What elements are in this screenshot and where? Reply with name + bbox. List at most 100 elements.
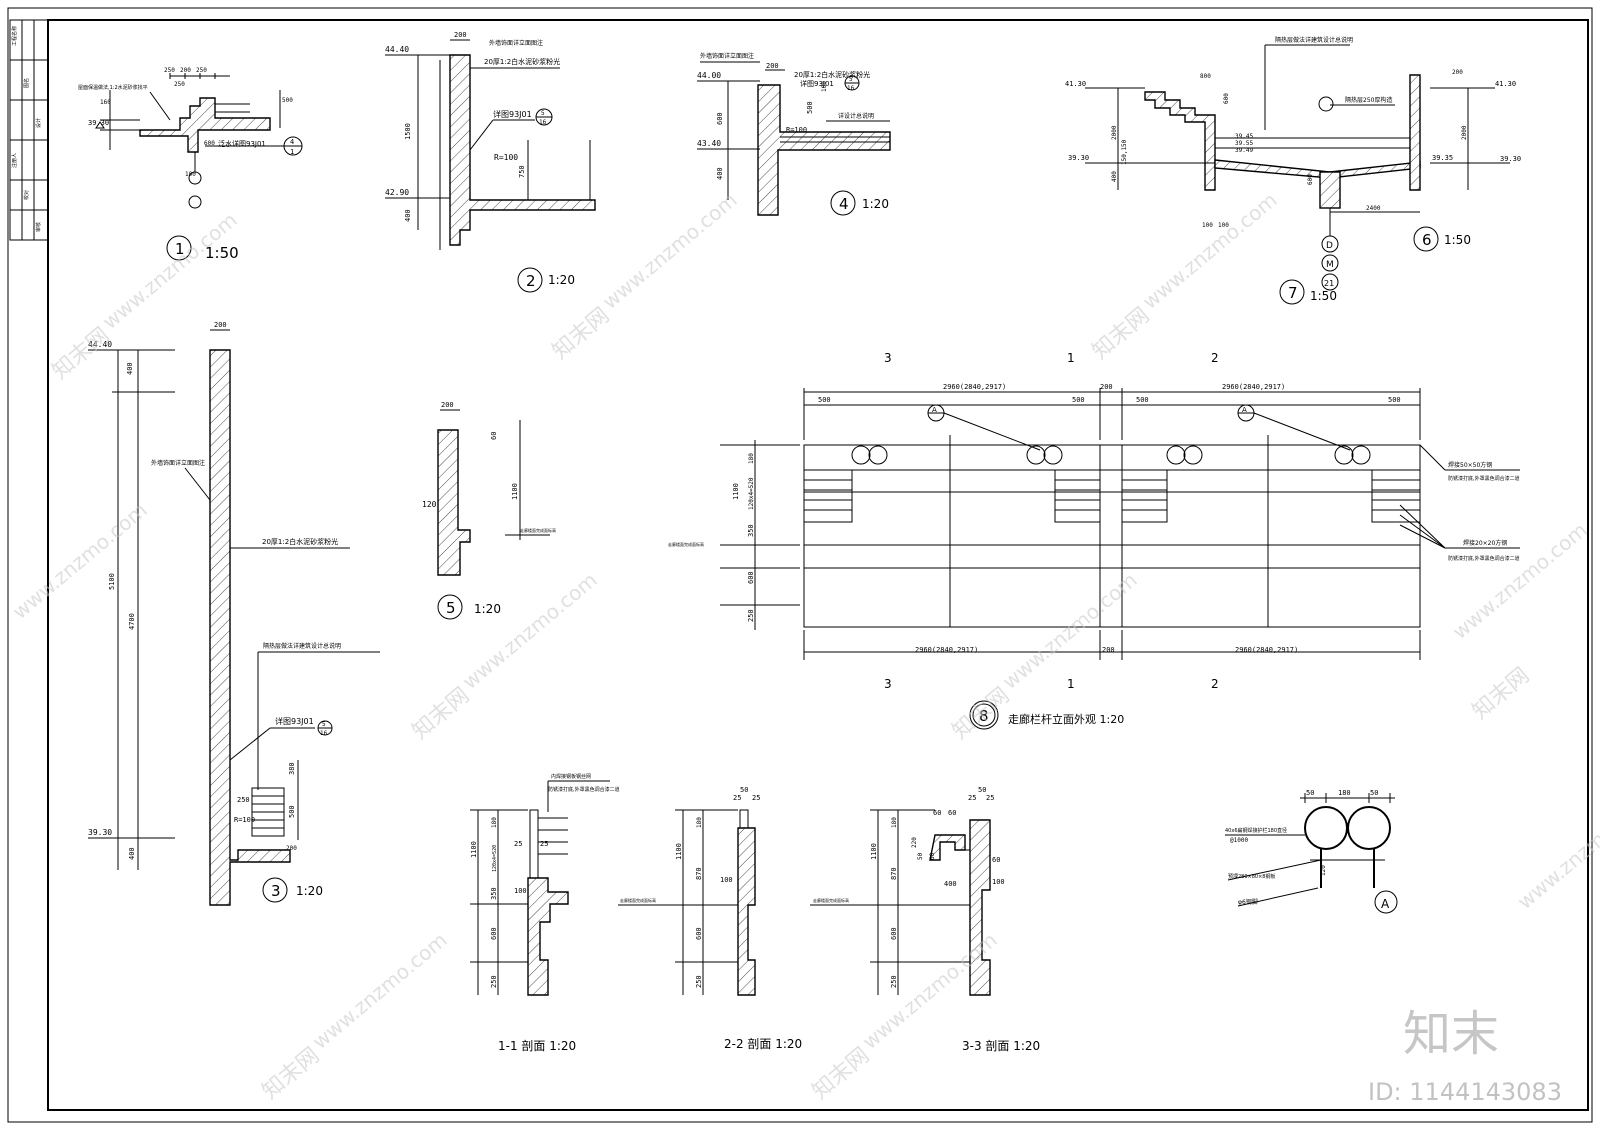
detail-3-marker — [262, 877, 288, 903]
d8-sidedim: 600 — [747, 571, 755, 584]
s33-floor: 走廊楼面完成面标高 — [813, 897, 849, 903]
d8-cut: 2 — [1211, 677, 1219, 691]
d3-note: 隔热层做法详建筑设计总说明 — [263, 642, 341, 650]
d8-note: 防锈漆打底,外罩黑色调合漆二道 — [1448, 475, 1520, 482]
d5-dim: 120 — [422, 500, 437, 509]
s33-label: 3-3 剖面 1:20 — [962, 1039, 1040, 1053]
watermark-site: www.znzmo.com — [458, 568, 602, 694]
d3-r: R=100 — [234, 816, 255, 824]
d7-elev: 39.55 — [1235, 140, 1253, 147]
s33-dim: 50 — [917, 852, 924, 860]
grid-ref-21 — [1321, 273, 1339, 291]
d3-dim: 200 — [286, 845, 297, 852]
s33-dim: 60 — [929, 852, 936, 860]
da-dim: 50 — [1370, 789, 1378, 797]
s11-dim: 1100 — [470, 841, 478, 858]
d7-num: 7 — [1288, 284, 1298, 302]
s33-dim: 250 — [890, 975, 898, 988]
section-2-2: 1100 180 870 600 250 25 50 25 100 走廊楼面完成… — [618, 786, 802, 1051]
da-dim: 180 — [1338, 789, 1351, 797]
s33-dim: 870 — [890, 867, 898, 880]
d2-scale: 1:20 — [548, 273, 575, 287]
grid-ref-m — [1321, 254, 1339, 272]
watermark-site: 知末网 — [1088, 303, 1155, 365]
watermark-site: www.znzmo.com — [1448, 518, 1592, 644]
d3-elev: 39.30 — [88, 828, 112, 837]
d1-dim: 250 — [174, 81, 185, 88]
section-3-3: 1100 180 870 600 250 50 25 25 60 60 220 … — [810, 786, 1040, 1053]
detail-7-marker — [1279, 279, 1305, 305]
s33-dim: 50 — [978, 786, 986, 794]
s11-note: 内焊接钢板钢丝网 — [551, 773, 591, 780]
tb-cell: 注册人 — [11, 153, 18, 168]
detail-5: 200 60 1100 120 走廊楼面完成面标高 5 1:20 — [422, 401, 556, 620]
d8-note: 焊接50×50方钢 — [1448, 461, 1492, 469]
d7-dim: 2000 — [1461, 125, 1468, 140]
d2-num: 2 — [526, 272, 536, 290]
detail-1: 250 200 250 250 160 39.30 500 600 100 屋面… — [78, 67, 303, 262]
d2-elev: 42.90 — [385, 188, 409, 197]
d7-dim: 100 — [1218, 222, 1229, 229]
d8-botdim: 2960(2840,2917) — [1235, 646, 1298, 654]
d2-dim: 200 — [454, 31, 467, 39]
d1-elev: 39.30 — [88, 119, 109, 127]
da-note: @1000 — [1230, 837, 1248, 844]
s11-dim: 250 — [490, 975, 498, 988]
watermark-site: www.znzmo.com — [1513, 788, 1600, 914]
watermark-site: 知末网 — [48, 323, 115, 385]
da-label: A — [1381, 897, 1390, 911]
detail-2: 200 44.40 42.90 1500 400 750 外墙饰面详立面图注 2… — [385, 31, 596, 293]
s22-dim: 870 — [695, 867, 703, 880]
d7-dim: 200 — [1452, 69, 1463, 76]
d8-cut: 3 — [884, 677, 892, 691]
d2-note: 20厚1:2白水泥砂浆粉光 — [484, 57, 560, 66]
d4-scale: 1:20 — [862, 197, 889, 211]
s22-dim: 180 — [696, 817, 703, 828]
baluster-group — [803, 469, 1421, 523]
title-block: 工程名称 图名 设计 注册人 校对 审核 — [9, 19, 49, 241]
s11-label: 1-1 剖面 1:20 — [498, 1039, 576, 1053]
s22-dim: 25 — [752, 794, 760, 802]
d4-ref: 16 — [847, 85, 855, 92]
d4-dim: 400 — [716, 167, 724, 180]
d4-note: 20厚1:2白水泥砂浆粉光 — [794, 70, 870, 79]
d1-ref: 4 — [290, 138, 294, 146]
d1-dim: 250 — [196, 67, 207, 74]
d4-dim: 200 — [766, 62, 779, 70]
s33-dim: 60 — [992, 856, 1000, 864]
d7-elev: 39.35 — [1432, 154, 1453, 162]
s22-dim: 1100 — [675, 843, 683, 860]
watermark-site: 知末网 — [948, 683, 1015, 745]
d8-sidedim: 250 — [747, 609, 755, 622]
d5-dim: 200 — [441, 401, 454, 409]
d8-topdim: 500 — [1136, 396, 1149, 404]
d8-topdim: 500 — [818, 396, 831, 404]
d8-topdim: 2960(2840,2917) — [943, 383, 1006, 391]
s33-dim: 600 — [890, 927, 898, 940]
detail-1-marker — [166, 235, 192, 261]
d7-elev: 39.49 — [1235, 147, 1253, 154]
d3-dim: 4700 — [128, 613, 136, 630]
d4-elev: 43.40 — [697, 139, 721, 148]
watermark-id: ID: 1144143083 — [1368, 1078, 1562, 1106]
d7-dim: 2400 — [1366, 205, 1381, 212]
tb-cell: 图名 — [23, 78, 30, 88]
s22-dim: 50 — [740, 786, 748, 794]
detail-7: 41.30 39.30 39.45 39.55 39.49 39.35 41.3… — [1065, 36, 1521, 305]
d3-dim: 5100 — [108, 573, 116, 590]
watermark-site: 知末网 — [258, 1043, 325, 1105]
da-note: 40x6扁钢焊接护栏180直径 — [1225, 827, 1287, 834]
section-1-1: 1100 180 120x4=520 350 600 250 25 25 100… — [470, 773, 620, 1053]
d3-note: 外墙饰面详立面图注 — [151, 459, 205, 467]
s33-dim: 180 — [891, 817, 898, 828]
d7-dim: 600 — [1223, 93, 1230, 104]
d7-elev: 39.30 — [1500, 155, 1521, 163]
watermark-site: 知末网 — [408, 683, 475, 745]
detail-6-marker — [1413, 226, 1439, 252]
d1-dim: 250 — [164, 67, 175, 74]
d8-cut: 1 — [1067, 351, 1075, 365]
d4-note: 外墙饰面详立面图注 — [700, 52, 754, 60]
s33-dim: 400 — [944, 880, 957, 888]
d8-sidedim: 1100 — [732, 483, 740, 500]
d5-num: 5 — [446, 599, 456, 617]
